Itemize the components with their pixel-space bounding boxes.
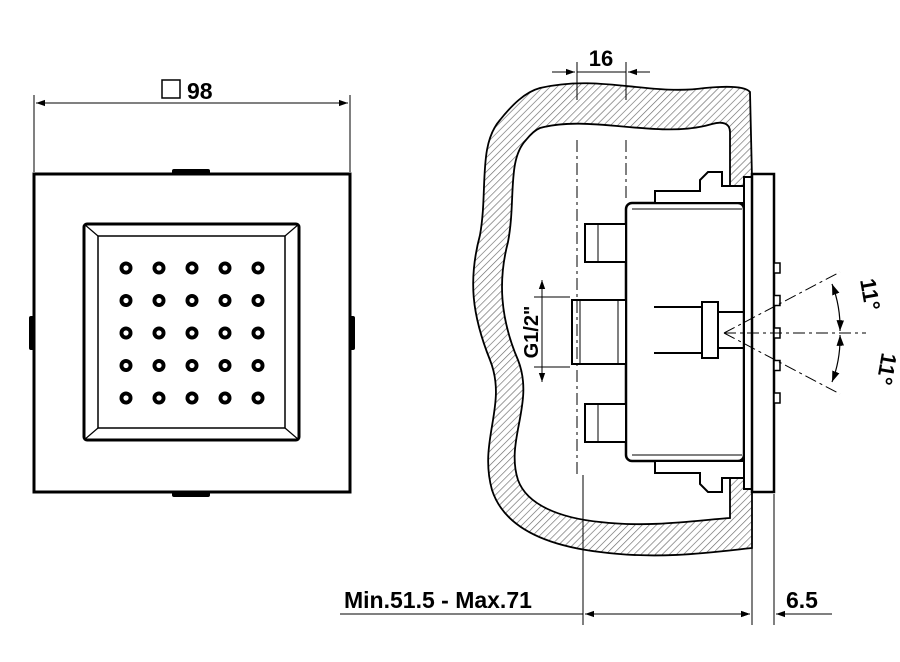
nozzle-dot-hole: [222, 265, 228, 271]
nozzle-dot-hole: [255, 330, 261, 336]
nozzle-dot-hole: [123, 395, 129, 401]
nozzle-dot-hole: [189, 265, 195, 271]
square-symbol-icon: [161, 79, 181, 99]
face-stud: [773, 294, 781, 307]
nozzle-dot-hole: [222, 330, 228, 336]
nozzle-dot-hole: [222, 362, 228, 369]
bevel-tl: [83, 223, 99, 237]
bevel-tr: [284, 223, 300, 237]
top-dim-label: 16: [589, 46, 613, 71]
nozzle-dot-hole: [189, 297, 195, 304]
nozzle-dot-hole: [222, 395, 228, 401]
angle-label-upper: 11°: [855, 277, 885, 313]
spray-line-lower: [723, 332, 841, 395]
tab-bottom: [172, 491, 210, 497]
nozzle-dot-hole: [189, 362, 195, 369]
nozzle-dot-hole: [123, 330, 129, 336]
nozzle-dot-hole: [123, 265, 129, 271]
nozzle-dot-hole: [156, 265, 162, 271]
angle-arc-upper: [831, 283, 845, 332]
bevel-br: [284, 427, 300, 441]
nozzle-dot-hole: [222, 297, 228, 304]
nozzle-grid: [119, 261, 265, 405]
front-width-dim-label: 98: [187, 78, 213, 104]
tab-left: [29, 316, 35, 350]
connector-upper: [584, 223, 627, 263]
nozzle-dot-hole: [156, 395, 162, 401]
face-stud: [773, 262, 781, 274]
nozzle-dot-hole: [123, 362, 129, 369]
wall-cavity: [472, 82, 753, 557]
connector-lower: [584, 403, 627, 443]
side-view: 11° 11° G1/2" 16 Min.51.5 - Max.71 6.5: [340, 46, 900, 625]
bottom-dim-label: Min.51.5 - Max.71: [344, 587, 532, 613]
nozzle-dot-hole: [156, 330, 162, 336]
nozzle-dot-hole: [255, 362, 261, 369]
nozzle-dot-hole: [255, 395, 261, 401]
spray-line-upper: [723, 271, 841, 334]
spray-face-inner: [97, 235, 286, 429]
spray-face-outer: [82, 222, 301, 442]
thread-inlet: [571, 299, 627, 365]
thread-dim-label: G1/2": [521, 306, 543, 359]
face-stud: [773, 392, 781, 404]
internal-rods: [654, 301, 744, 359]
nozzle-dot-hole: [156, 297, 162, 304]
face-stud: [773, 359, 781, 372]
angle-arc-lower: [831, 334, 845, 383]
tab-top: [172, 169, 210, 175]
angle-label-lower: 11°: [872, 351, 900, 387]
front-view: 98: [29, 78, 355, 497]
right-dim-label: 6.5: [786, 587, 818, 613]
nozzle-dot-hole: [255, 265, 261, 271]
nozzle-dot-hole: [255, 297, 261, 304]
tab-right: [349, 316, 355, 350]
nozzle-dot-hole: [189, 330, 195, 336]
bevel-bl: [83, 427, 99, 441]
nozzle-dot-hole: [123, 297, 129, 304]
nozzle-dot-hole: [189, 395, 195, 401]
nozzle-dot-hole: [156, 362, 162, 369]
